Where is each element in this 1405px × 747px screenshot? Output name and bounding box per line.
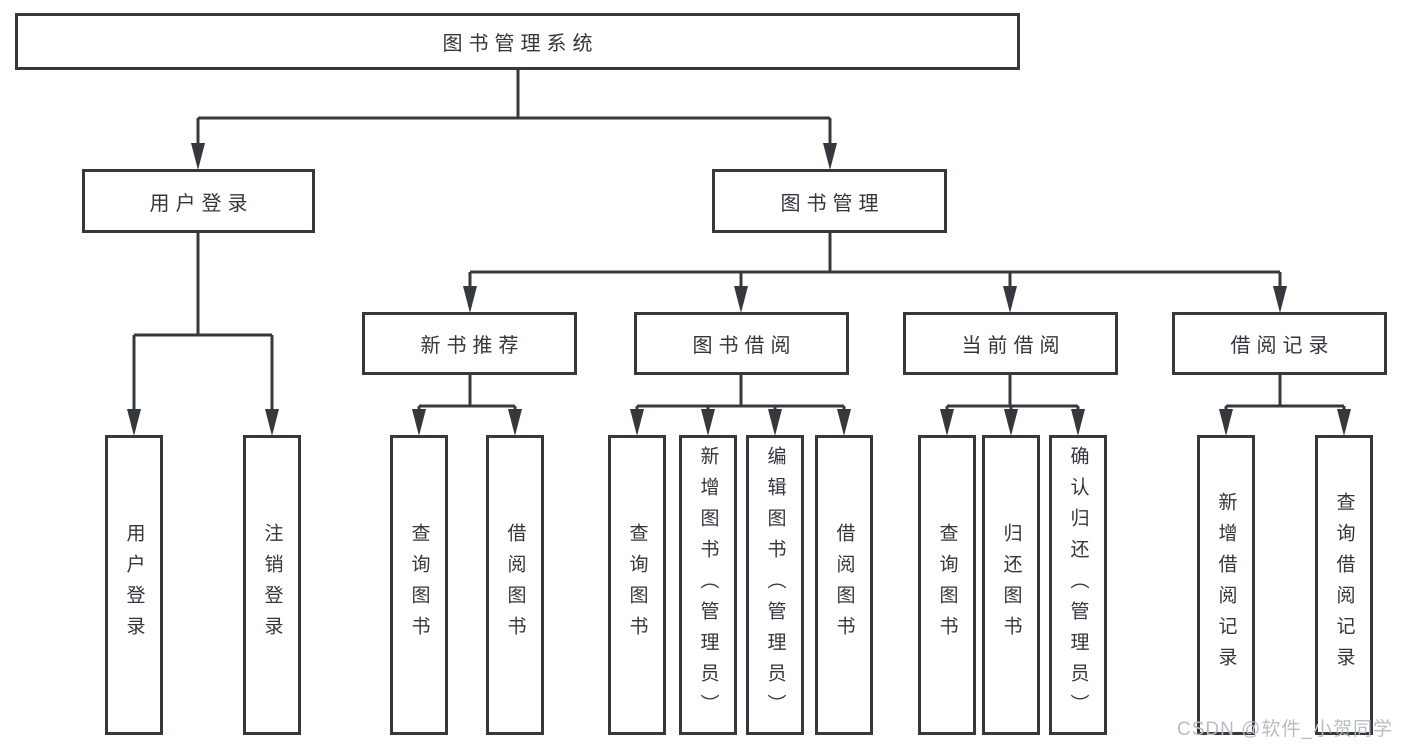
leaf-records-add-record-label: 新增借阅记录 <box>1215 492 1237 678</box>
node-borrowing-records-label: 借阅记录 <box>1230 335 1335 357</box>
leaf-recommend-query-books: 查询图书 <box>390 435 448 735</box>
leaf-current-query-books-label: 查询图书 <box>936 523 958 647</box>
node-book-borrowing: 图书借阅 <box>634 312 849 375</box>
leaf-current-return-books: 归还图书 <box>982 435 1040 735</box>
arrow-down-icon <box>127 409 141 436</box>
leaf-borrow-borrow-books-label: 借阅图书 <box>833 523 855 647</box>
arrow-down-icon <box>463 286 477 313</box>
leaf-records-add-record: 新增借阅记录 <box>1197 435 1255 735</box>
arrow-down-icon <box>265 409 279 436</box>
arrow-down-icon <box>734 286 748 313</box>
leaf-current-query-books: 查询图书 <box>918 435 976 735</box>
arrow-down-icon <box>412 409 426 436</box>
node-user-login-label: 用户登录 <box>149 192 254 215</box>
node-current-borrowing-label: 当前借阅 <box>961 335 1066 357</box>
arrow-down-icon <box>823 143 837 170</box>
node-new-book-recommendation: 新书推荐 <box>362 312 577 375</box>
arrow-down-icon <box>1337 409 1351 436</box>
arrow-down-icon <box>191 143 205 170</box>
arrow-down-icon <box>837 409 851 436</box>
arrow-down-icon <box>701 409 715 436</box>
arrow-down-icon <box>1219 409 1233 436</box>
arrow-down-icon <box>508 409 522 436</box>
node-book-borrowing-label: 图书借阅 <box>692 335 797 357</box>
leaf-recommend-query-books-label: 查询图书 <box>408 523 430 647</box>
watermark-text: CSDN @软件_小贺同学 <box>1177 719 1393 740</box>
leaf-user-login: 用户登录 <box>105 435 163 735</box>
node-borrowing-records: 借阅记录 <box>1172 312 1387 375</box>
leaf-borrow-query-books: 查询图书 <box>608 435 666 735</box>
arrowhead-icons <box>127 143 1351 436</box>
leaf-borrow-borrow-books: 借阅图书 <box>815 435 873 735</box>
arrow-down-icon <box>1003 286 1017 313</box>
node-system-root-label: 图书管理系统 <box>442 33 599 55</box>
leaf-borrow-edit-books-admin: 编辑图书（管理员） <box>746 435 804 735</box>
node-user-login: 用户登录 <box>82 169 315 233</box>
leaf-borrow-query-books-label: 查询图书 <box>626 523 648 647</box>
arrow-down-icon <box>1071 409 1085 436</box>
leaf-current-return-books-label: 归还图书 <box>1000 523 1022 647</box>
arrow-down-icon <box>1273 286 1287 313</box>
node-new-book-recommendation-label: 新书推荐 <box>420 335 525 357</box>
leaf-user-login-label: 用户登录 <box>123 523 145 647</box>
leaf-current-confirm-return-admin: 确认归还（管理员） <box>1049 435 1107 735</box>
leaf-records-query-record-label: 查询借阅记录 <box>1333 492 1355 678</box>
node-system-root: 图书管理系统 <box>15 13 1020 70</box>
leaf-current-confirm-return-admin-label: 确认归还（管理员） <box>1067 445 1089 725</box>
arrow-down-icon <box>940 409 954 436</box>
node-book-management-label: 图书管理 <box>780 192 885 215</box>
arrow-down-icon <box>768 409 782 436</box>
node-book-management: 图书管理 <box>712 169 947 233</box>
leaf-borrow-add-books-admin-label: 新增图书（管理员） <box>697 445 719 725</box>
leaf-borrow-add-books-admin: 新增图书（管理员） <box>679 435 737 735</box>
node-current-borrowing: 当前借阅 <box>903 312 1118 375</box>
leaf-recommend-borrow-books-label: 借阅图书 <box>504 523 526 647</box>
arrow-down-icon <box>1004 409 1018 436</box>
leaf-logout-login-label: 注销登录 <box>261 523 283 647</box>
leaf-recommend-borrow-books: 借阅图书 <box>486 435 544 735</box>
leaf-borrow-edit-books-admin-label: 编辑图书（管理员） <box>764 445 786 725</box>
leaf-logout-login: 注销登录 <box>243 435 301 735</box>
arrow-down-icon <box>630 409 644 436</box>
leaf-records-query-record: 查询借阅记录 <box>1315 435 1373 735</box>
